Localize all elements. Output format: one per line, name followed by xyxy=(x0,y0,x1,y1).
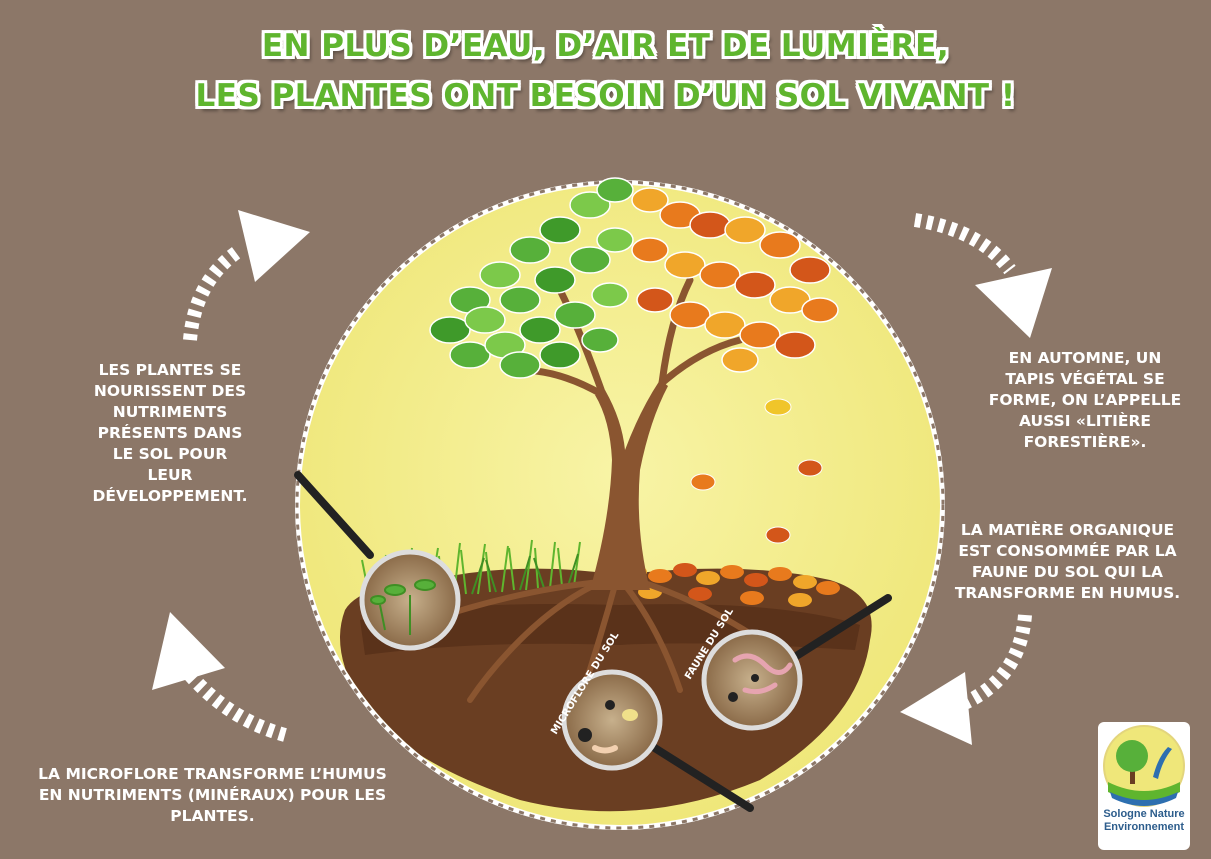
title-line-2: LES PLANTES ONT BESOIN D’UN SOL VIVANT ! xyxy=(195,78,1016,114)
cycle-arrow-top-left xyxy=(183,244,245,341)
caption-microflora: LA MICROFLORE TRANSFORME L’HUMUS EN NUTR… xyxy=(38,765,387,825)
logo-text: Sologne Nature Environnement xyxy=(1093,808,1195,834)
magnifier-fauna xyxy=(701,594,892,731)
logo-line-2: Environnement xyxy=(1103,821,1185,833)
logo-line-1: Sologne Nature xyxy=(1103,808,1185,820)
green-foliage xyxy=(429,177,634,379)
autumn-foliage xyxy=(631,187,839,373)
magnifier-microflore xyxy=(561,669,754,812)
caption-organic-matter: LA MATIÈRE ORGANIQUE EST CONSOMMÉE PAR L… xyxy=(954,521,1181,602)
tree-trunk xyxy=(590,380,668,590)
magnifier-plants xyxy=(294,471,461,651)
cycle-arrow-mid-right xyxy=(957,614,1032,712)
cycle-arrow-bottom-left xyxy=(184,670,287,742)
sologne-nature-logo xyxy=(1098,722,1190,850)
caption-plants-nourish: LES PLANTES SE NOURISSENT DES NUTRIMENTS… xyxy=(92,361,248,505)
caption-autumn-litter: EN AUTOMNE, UN TAPIS VÉGÉTAL SE FORME, O… xyxy=(988,349,1182,451)
cycle-arrow-top-right xyxy=(913,213,1016,275)
title-line-1: EN PLUS D’EAU, D’AIR ET DE LUMIÈRE, xyxy=(261,28,950,64)
